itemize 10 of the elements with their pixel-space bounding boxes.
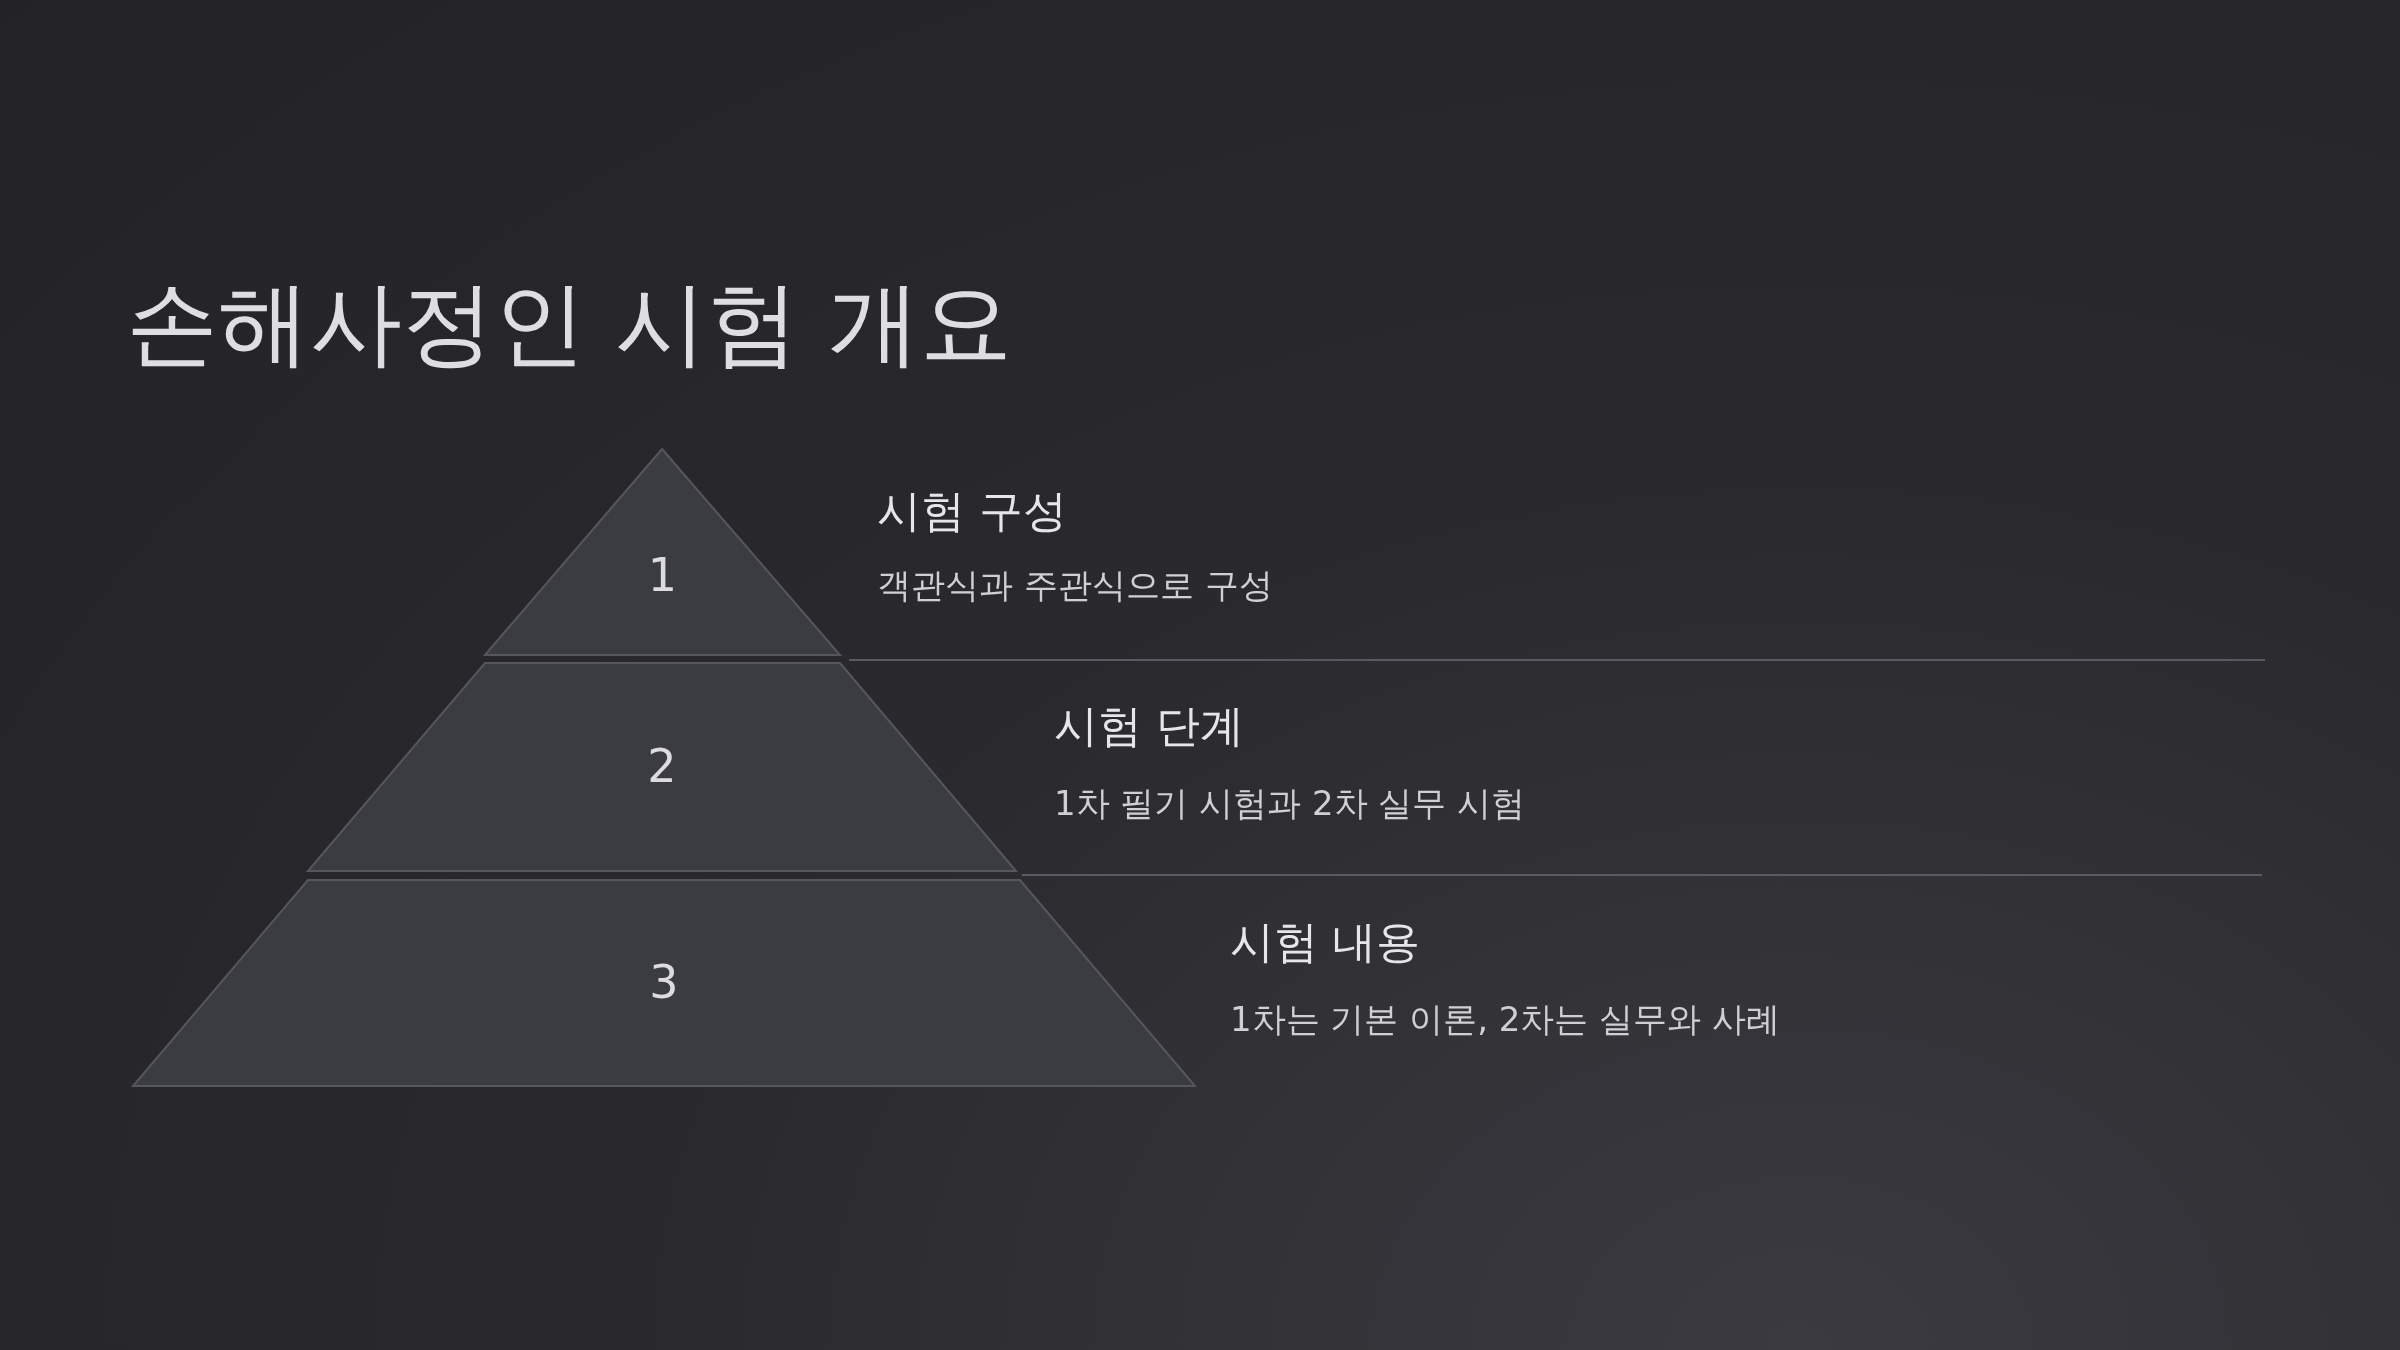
tier-number: 1 [646, 548, 679, 602]
section-heading: 시험 내용 [1230, 915, 1420, 969]
tier-number: 3 [648, 955, 680, 1009]
section-description: 객관식과 주관식으로 구성 [877, 564, 1273, 607]
slide-title: 손해사정인 시험 개요 [126, 269, 1013, 379]
section-heading: 시험 단계 [1054, 699, 1244, 753]
section-description: 1차 필기 시험과 2차 실무 시험 [1054, 782, 1526, 825]
section-heading: 시험 구성 [877, 484, 1067, 538]
tier-number: 2 [646, 739, 678, 793]
section-description: 1차는 기본 이론, 2차는 실무와 사례 [1230, 998, 1781, 1041]
